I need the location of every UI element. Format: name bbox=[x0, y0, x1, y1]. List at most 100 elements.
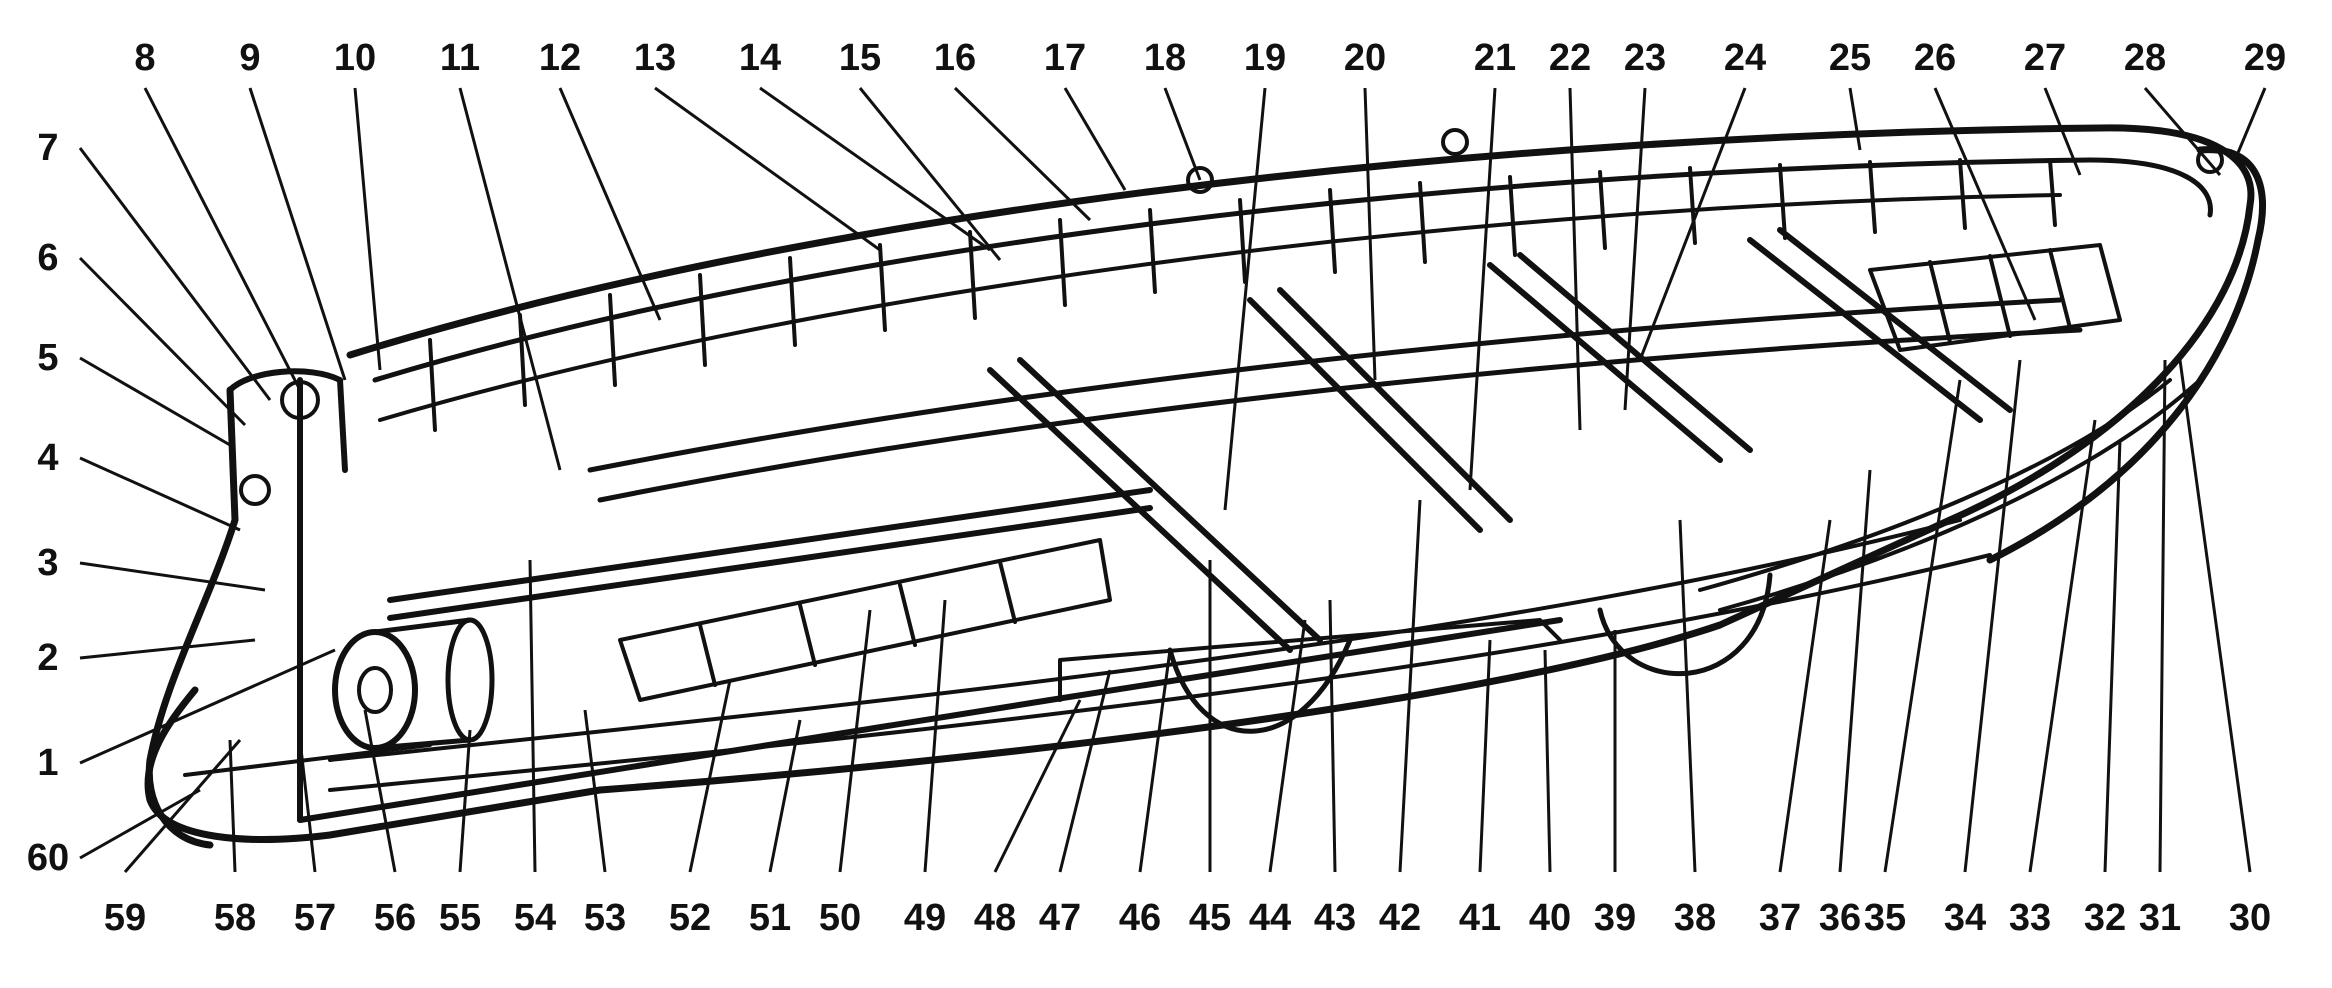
leader-line bbox=[858, 87, 1002, 261]
callout-label-18: 18 bbox=[1144, 37, 1186, 79]
callout-label-10: 10 bbox=[334, 37, 376, 79]
callout-label-1: 1 bbox=[37, 742, 58, 784]
callout-label-47: 47 bbox=[1039, 897, 1081, 939]
sheer-strake bbox=[378, 193, 2062, 422]
leader-line bbox=[1398, 499, 1422, 873]
callout-label-27: 27 bbox=[2024, 37, 2066, 79]
leader-line bbox=[1268, 619, 1307, 873]
bow-post bbox=[1986, 146, 2266, 564]
leader-line bbox=[79, 638, 256, 660]
callout-label-56: 56 bbox=[374, 897, 416, 939]
thwart-2 bbox=[1247, 287, 1513, 533]
leader-line bbox=[1883, 379, 1962, 873]
leader-line bbox=[759, 86, 991, 252]
leader-line bbox=[2103, 439, 2122, 873]
callout-label-42: 42 bbox=[1379, 897, 1421, 939]
leader-line bbox=[79, 561, 266, 592]
leader-line bbox=[363, 709, 397, 873]
gunwale-fittings bbox=[239, 128, 2224, 506]
callout-label-32: 32 bbox=[2084, 897, 2126, 939]
leader-line bbox=[1478, 639, 1492, 873]
callout-label-51: 51 bbox=[749, 897, 791, 939]
callout-label-53: 53 bbox=[584, 897, 626, 939]
callout-label-43: 43 bbox=[1314, 897, 1356, 939]
shaft bbox=[387, 487, 1153, 621]
callout-label-25: 25 bbox=[1829, 37, 1871, 79]
leader-line bbox=[1223, 87, 1267, 511]
leader-line bbox=[1568, 87, 1582, 431]
plank-4 bbox=[1718, 378, 2202, 612]
callout-label-11: 11 bbox=[440, 37, 480, 79]
leader-line bbox=[1363, 87, 1377, 381]
callout-label-49: 49 bbox=[904, 897, 946, 939]
plank-3 bbox=[1698, 378, 2172, 592]
callout-label-59: 59 bbox=[104, 897, 146, 939]
callout-label-26: 26 bbox=[1914, 37, 1956, 79]
gunwale-outer bbox=[144, 124, 2255, 843]
leader-line bbox=[838, 609, 872, 873]
callout-label-15: 15 bbox=[839, 37, 881, 79]
callout-label-52: 52 bbox=[669, 897, 711, 939]
callout-label-38: 38 bbox=[1674, 897, 1716, 939]
callout-label-14: 14 bbox=[739, 37, 781, 79]
callout-label-8: 8 bbox=[134, 37, 155, 79]
callout-label-55: 55 bbox=[439, 897, 481, 939]
callout-label-28: 28 bbox=[2124, 37, 2166, 79]
leader-line bbox=[953, 86, 1092, 222]
callout-label-9: 9 bbox=[239, 37, 260, 79]
leader-line bbox=[2028, 419, 2097, 873]
callout-label-24: 24 bbox=[1724, 37, 1766, 79]
leader-line bbox=[558, 87, 662, 321]
callout-label-35: 35 bbox=[1864, 897, 1906, 939]
callout-label-44: 44 bbox=[1249, 897, 1291, 939]
leader-line bbox=[993, 699, 1082, 873]
callout-label-31: 31 bbox=[2139, 897, 2181, 939]
leader-line bbox=[1963, 359, 2022, 873]
callout-label-23: 23 bbox=[1624, 37, 1666, 79]
callout-label-3: 3 bbox=[37, 542, 58, 584]
lifeboat-illustration bbox=[144, 124, 2266, 849]
callout-label-20: 20 bbox=[1344, 37, 1386, 79]
callout-label-30: 30 bbox=[2229, 897, 2271, 939]
leader-line bbox=[1543, 649, 1552, 873]
leader-line bbox=[1638, 87, 1747, 361]
bilge-rail bbox=[1167, 637, 1353, 734]
thwart-4 bbox=[1747, 227, 2013, 423]
leader-line bbox=[1848, 87, 1862, 151]
callout-label-54: 54 bbox=[514, 897, 556, 939]
callout-label-60: 60 bbox=[27, 837, 69, 879]
leader-line bbox=[1678, 519, 1697, 873]
keel-lower bbox=[1058, 618, 1562, 702]
leader-line bbox=[2178, 359, 2252, 873]
callout-label-21: 21 bbox=[1474, 37, 1516, 79]
leader-line bbox=[79, 456, 241, 532]
leader-line bbox=[248, 87, 347, 381]
callout-label-17: 17 bbox=[1044, 37, 1086, 79]
leader-line bbox=[78, 256, 247, 427]
leader-line bbox=[228, 739, 237, 873]
frames bbox=[428, 158, 2057, 432]
leader-line bbox=[583, 709, 607, 873]
leader-line bbox=[79, 356, 231, 447]
stern-head bbox=[227, 368, 348, 473]
callout-label-39: 39 bbox=[1594, 897, 1636, 939]
leader-line bbox=[1933, 87, 2037, 321]
leader-line bbox=[458, 87, 562, 471]
leader-line bbox=[298, 739, 317, 873]
callout-label-12: 12 bbox=[539, 37, 581, 79]
leader-line bbox=[2043, 87, 2082, 176]
leader-line bbox=[79, 788, 201, 860]
callout-label-22: 22 bbox=[1549, 37, 1591, 79]
leader-line bbox=[688, 679, 732, 873]
leader-line bbox=[79, 648, 336, 765]
thwart-3 bbox=[1487, 252, 1753, 463]
callout-label-45: 45 bbox=[1189, 897, 1231, 939]
leader-line bbox=[458, 729, 472, 873]
leader-line bbox=[1468, 87, 1497, 491]
stern-drum bbox=[332, 617, 495, 751]
callout-label-48: 48 bbox=[974, 897, 1016, 939]
leader-line bbox=[143, 87, 302, 391]
callout-label-40: 40 bbox=[1529, 897, 1571, 939]
